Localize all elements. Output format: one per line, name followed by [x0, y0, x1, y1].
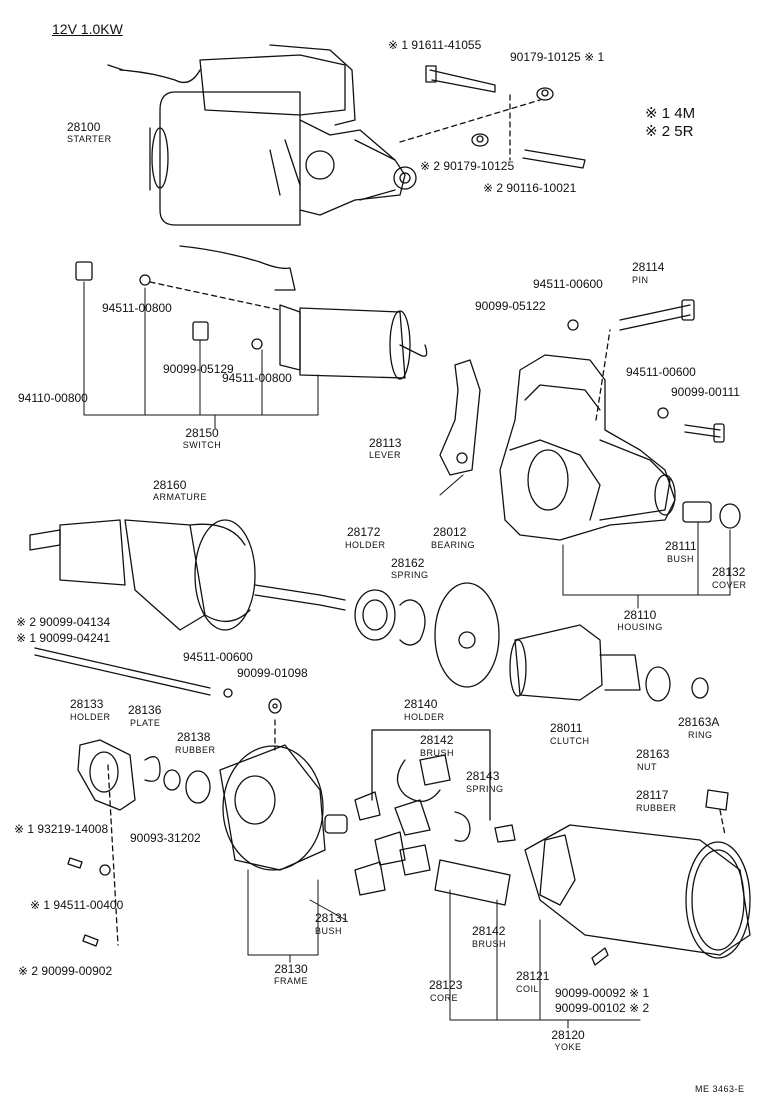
- part-28113-name: LEVER: [369, 450, 402, 460]
- part-28111-number: 28111: [665, 539, 697, 553]
- part-28110-number: 28110: [623, 608, 657, 622]
- housing-drawing: [499, 299, 741, 541]
- part-28172-number: 28172: [347, 525, 381, 539]
- part-28142-name-a: BRUSH: [420, 748, 455, 758]
- part-28142-number-a: 28142: [420, 733, 454, 747]
- armature-drawing: [29, 519, 500, 688]
- part-28136-name: PLATE: [130, 718, 161, 728]
- lever-drawing: [439, 359, 481, 476]
- part-28011-name: CLUTCH: [550, 736, 590, 746]
- part-90116-10021: ※ 2 90116-10021: [483, 181, 577, 195]
- part-28121-number: 28121: [516, 969, 550, 983]
- part-94511-00600-b: 94511-00600: [626, 365, 696, 379]
- part-28163A-number: 28163A: [678, 715, 720, 729]
- part-90099-01098: 90099-01098: [237, 666, 308, 680]
- part-90099-00092: 90099-00092 ※ 1: [555, 986, 650, 1000]
- part-28140-number: 28140: [404, 697, 438, 711]
- part-94511-00800-b: 94511-00800: [222, 371, 292, 385]
- leader-lines: [83, 281, 731, 1029]
- part-28136-number: 28136: [128, 703, 162, 717]
- part-28140-name: HOLDER: [404, 712, 445, 722]
- part-90099-00111: 90099-00111: [671, 385, 740, 399]
- part-28114-number: 28114: [632, 260, 665, 274]
- part-90099-00102: 90099-00102 ※ 2: [555, 1001, 650, 1015]
- brush-holder-drawing: [354, 729, 516, 896]
- part-28163A-name: RING: [688, 730, 713, 740]
- part-28163-number: 28163: [636, 747, 670, 761]
- part-28132-name: COVER: [712, 580, 747, 590]
- part-90099-04134: ※ 2 90099-04134: [16, 615, 111, 629]
- part-28133-name: HOLDER: [70, 712, 111, 722]
- part-28100-name: STARTER: [67, 134, 112, 144]
- yoke-drawing: [434, 789, 751, 966]
- part-28011-number: 28011: [550, 721, 583, 735]
- part-28111-name: BUSH: [667, 554, 695, 564]
- part-28100-number: 28100: [67, 120, 101, 134]
- part-28012-number: 28012: [433, 525, 467, 539]
- through-bolts: [34, 647, 282, 714]
- part-90099-04241: ※ 1 90099-04241: [16, 631, 111, 645]
- part-28120-name: YOKE: [554, 1042, 582, 1052]
- top-bolts: [399, 65, 586, 169]
- part-28113-number: 28113: [369, 436, 402, 450]
- part-28117-number: 28117: [636, 788, 669, 802]
- switch-drawing: [75, 245, 428, 380]
- part-90093-31202: 90093-31202: [130, 831, 201, 845]
- note-line-2: ※ 2 5R: [645, 123, 694, 140]
- spec-header: 12V 1.0KW: [52, 21, 123, 37]
- part-28132-number: 28132: [712, 565, 746, 579]
- part-93219-14008: ※ 1 93219-14008: [14, 822, 109, 836]
- part-90179-10125-b: ※ 2 90179-10125: [420, 159, 515, 173]
- part-28160-name: ARMATURE: [153, 492, 207, 502]
- part-91611-41055: ※ 1 91611-41055: [388, 38, 482, 52]
- part-28138-number: 28138: [177, 730, 211, 744]
- part-28123-number: 28123: [429, 978, 463, 992]
- part-28162-number: 28162: [391, 556, 425, 570]
- part-28012-name: BEARING: [431, 540, 476, 550]
- part-28142-number-b: 28142: [472, 924, 506, 938]
- part-28142-name-b: BRUSH: [472, 939, 507, 949]
- part-94511-00600-c: 94511-00600: [183, 650, 253, 664]
- part-28110-name: HOUSING: [617, 622, 663, 632]
- part-28160-number: 28160: [153, 478, 187, 492]
- frame-drawing: [67, 719, 348, 947]
- part-28172-name: HOLDER: [345, 540, 386, 550]
- note-line-1: ※ 1 4M: [645, 105, 696, 122]
- part-90099-05129: 90099-05129: [163, 362, 234, 376]
- part-28120-number: 28120: [551, 1028, 585, 1042]
- part-28130-number: 28130: [274, 962, 308, 976]
- part-94110-00800: 94110-00800: [18, 391, 88, 405]
- part-90099-05122: 90099-05122: [475, 299, 546, 313]
- part-28143-number: 28143: [466, 769, 500, 783]
- part-28150-name: SWITCH: [182, 440, 222, 450]
- part-28133-number: 28133: [70, 697, 104, 711]
- part-28143-name: SPRING: [466, 784, 504, 794]
- part-28131-number: 28131: [315, 911, 349, 925]
- part-28130-name: FRAME: [274, 976, 308, 986]
- part-90099-00902: ※ 2 90099-00902: [18, 964, 113, 978]
- part-28162-name: SPRING: [391, 570, 429, 580]
- part-28163-name: NUT: [637, 762, 657, 772]
- part-90179-10125-a: 90179-10125 ※ 1: [510, 50, 605, 64]
- part-94511-00400: ※ 1 94511-00400: [30, 898, 124, 912]
- clutch-drawing: [509, 624, 709, 702]
- diagram-code: ME 3463-E: [695, 1084, 745, 1094]
- part-28150-number: 28150: [185, 426, 219, 440]
- part-28138-name: RUBBER: [175, 745, 216, 755]
- starter-assembly-drawing: [107, 44, 417, 226]
- part-28123-name: CORE: [430, 993, 459, 1003]
- part-94511-00600-a: 94511-00600: [533, 277, 603, 291]
- part-28117-name: RUBBER: [636, 803, 677, 813]
- part-94511-00800-a: 94511-00800: [102, 301, 172, 315]
- part-28131-name: BUSH: [315, 926, 343, 936]
- part-28121-name: COIL: [516, 984, 540, 994]
- part-28114-name: PIN: [632, 275, 649, 285]
